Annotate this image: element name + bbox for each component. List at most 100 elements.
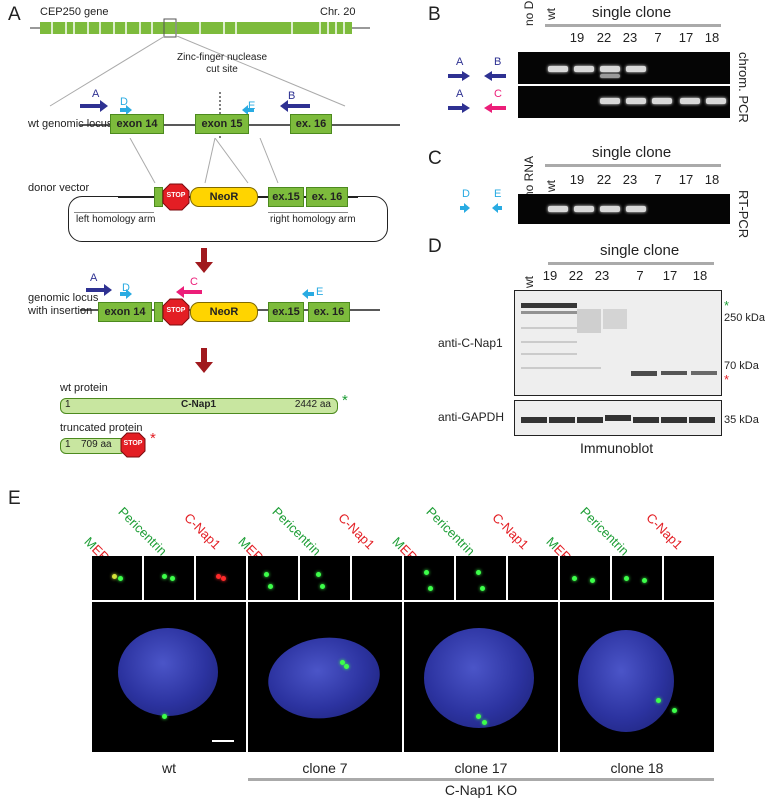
primer-d-label: D: [120, 96, 128, 108]
e-ko-bar: [248, 778, 714, 781]
b-single-clone-label: single clone: [592, 4, 672, 21]
scale-bar: [212, 740, 234, 742]
znf-label-1: Zinc-finger nuclease: [176, 52, 268, 63]
truncated-protein-label: truncated protein: [60, 422, 143, 434]
donor-ex15-box: ex.15: [268, 187, 304, 207]
neor-box: NeoR: [190, 187, 258, 207]
panel-c-letter: C: [428, 148, 442, 169]
b-lane-17: 17: [678, 30, 694, 45]
c-primer-e: E: [494, 188, 502, 200]
e-cnap1-label-4: C-Nap1: [643, 510, 686, 553]
e-wt-cnap1-inset: [196, 556, 246, 600]
b-side-label: chrom. PCR: [736, 52, 751, 123]
c-clone-bar: [545, 164, 721, 167]
primer-d-label-2: D: [122, 282, 130, 294]
panel-e-letter: E: [8, 488, 21, 509]
c-gel: [518, 194, 730, 224]
e-c17-merge-inset: [404, 556, 454, 600]
d-clone-bar: [548, 262, 714, 265]
c-lane-23: 23: [622, 172, 638, 187]
b-gel-ab: [518, 52, 730, 84]
down-arrow-icon: [195, 248, 213, 273]
d-immunoblot-label: Immunoblot: [580, 440, 654, 456]
b-primer-ab-arrows: [448, 71, 506, 81]
b-gel-ac: [518, 86, 730, 118]
insertion-locus-label-2: with insertion: [28, 305, 93, 317]
b-primer-a: A: [456, 56, 464, 68]
donor-vector-label: donor vector: [28, 182, 90, 194]
b-primer-ac-arrows: [448, 103, 506, 113]
primer-e-label: E: [248, 100, 256, 112]
wt-protein-name: C-Nap1: [181, 399, 217, 410]
stop-icon-2: [162, 298, 190, 326]
e-sample-clone7: clone 7: [302, 760, 348, 776]
stop-icon-3: [120, 432, 146, 458]
d-lane-17: 17: [662, 268, 678, 283]
wt-protein-bar: 1 C-Nap1 2442 aa: [60, 398, 338, 414]
b-lane-23: 23: [622, 30, 638, 45]
e-sample-wt: wt: [162, 760, 176, 776]
e-c7-micrograph: [248, 602, 402, 752]
c-lane-22: 22: [596, 172, 612, 187]
donor-ex16-box: ex. 16: [306, 187, 348, 207]
d-lane-23: 23: [594, 268, 610, 283]
e-c7-merge-inset: [248, 556, 298, 600]
primer-c-label: C: [190, 276, 198, 288]
e-c18-pericentrin-inset: [612, 556, 662, 600]
exon15-box: exon 15: [195, 114, 249, 134]
e-wt-micrograph: [92, 602, 246, 752]
gene-label: CEP250 gene: [40, 6, 109, 18]
e-wt-pericentrin-inset: [144, 556, 194, 600]
c-primer-d: D: [462, 188, 470, 200]
e-c7-pericentrin-inset: [300, 556, 350, 600]
d-kda-70: 70 kDa: [724, 360, 759, 372]
e-sample-clone17: clone 17: [454, 760, 508, 776]
insertion-ex16-box: ex. 16: [308, 302, 350, 322]
c-lane-17: 17: [678, 172, 694, 187]
e-pericentrin-label-4: Pericentrin: [577, 504, 632, 559]
d-lane-22: 22: [568, 268, 584, 283]
d-lane-19: 19: [542, 268, 558, 283]
stop-label-3: STOP: [123, 440, 143, 447]
panel-b-letter: B: [428, 4, 441, 25]
d-anti-cnap1-label: anti-C-Nap1: [438, 336, 503, 350]
c-lane-19: 19: [569, 172, 585, 187]
primer-b-label: B: [288, 90, 296, 102]
stop-label-2: STOP: [166, 307, 186, 314]
insertion-ex15-box: ex.15: [268, 302, 304, 322]
insertion-locus-label-1: genomic locus: [28, 292, 99, 304]
primer-a-label-2: A: [90, 272, 98, 284]
e-c18-micrograph: [560, 602, 714, 752]
down-arrow-icon-2: [195, 348, 213, 373]
c-lane-18: 18: [704, 172, 720, 187]
wt-locus-label: wt genomic locus: [28, 118, 113, 130]
c-side-label: RT-PCR: [736, 190, 751, 239]
stop-icon: [162, 183, 190, 211]
b-primer-b: B: [494, 56, 502, 68]
e-pericentrin-label-2: Pericentrin: [269, 504, 324, 559]
gene-diagram: [30, 18, 370, 38]
b-lane-7: 7: [654, 30, 662, 45]
wt-protein-star: *: [342, 392, 348, 409]
insertion-neor-box: NeoR: [190, 302, 258, 322]
e-pericentrin-label-1: Pericentrin: [115, 504, 170, 559]
primer-a-label: A: [92, 88, 100, 100]
b-primer-c: C: [494, 88, 502, 100]
panel-a-letter: A: [8, 4, 21, 25]
d-blot-gapdh: [514, 400, 722, 436]
e-c17-pericentrin-inset: [456, 556, 506, 600]
c-lane-7: 7: [654, 172, 662, 187]
d-lane-18: 18: [692, 268, 708, 283]
b-primer-a-2: A: [456, 88, 464, 100]
b-lane-18: 18: [704, 30, 720, 45]
primer-e-label-2: E: [316, 286, 324, 298]
b-lane-19: 19: [569, 30, 585, 45]
e-c17-micrograph: [404, 602, 558, 752]
insertion-exon14-box: exon 14: [98, 302, 152, 322]
truncated-protein-star: *: [150, 430, 156, 447]
exon14-box: exon 14: [110, 114, 164, 134]
d-wt-star: *: [724, 298, 730, 313]
right-homology-arm-label: right homology arm: [270, 214, 356, 225]
zoom-lines: [49, 36, 346, 107]
b-lane-nodna: no DNA: [522, 0, 536, 26]
